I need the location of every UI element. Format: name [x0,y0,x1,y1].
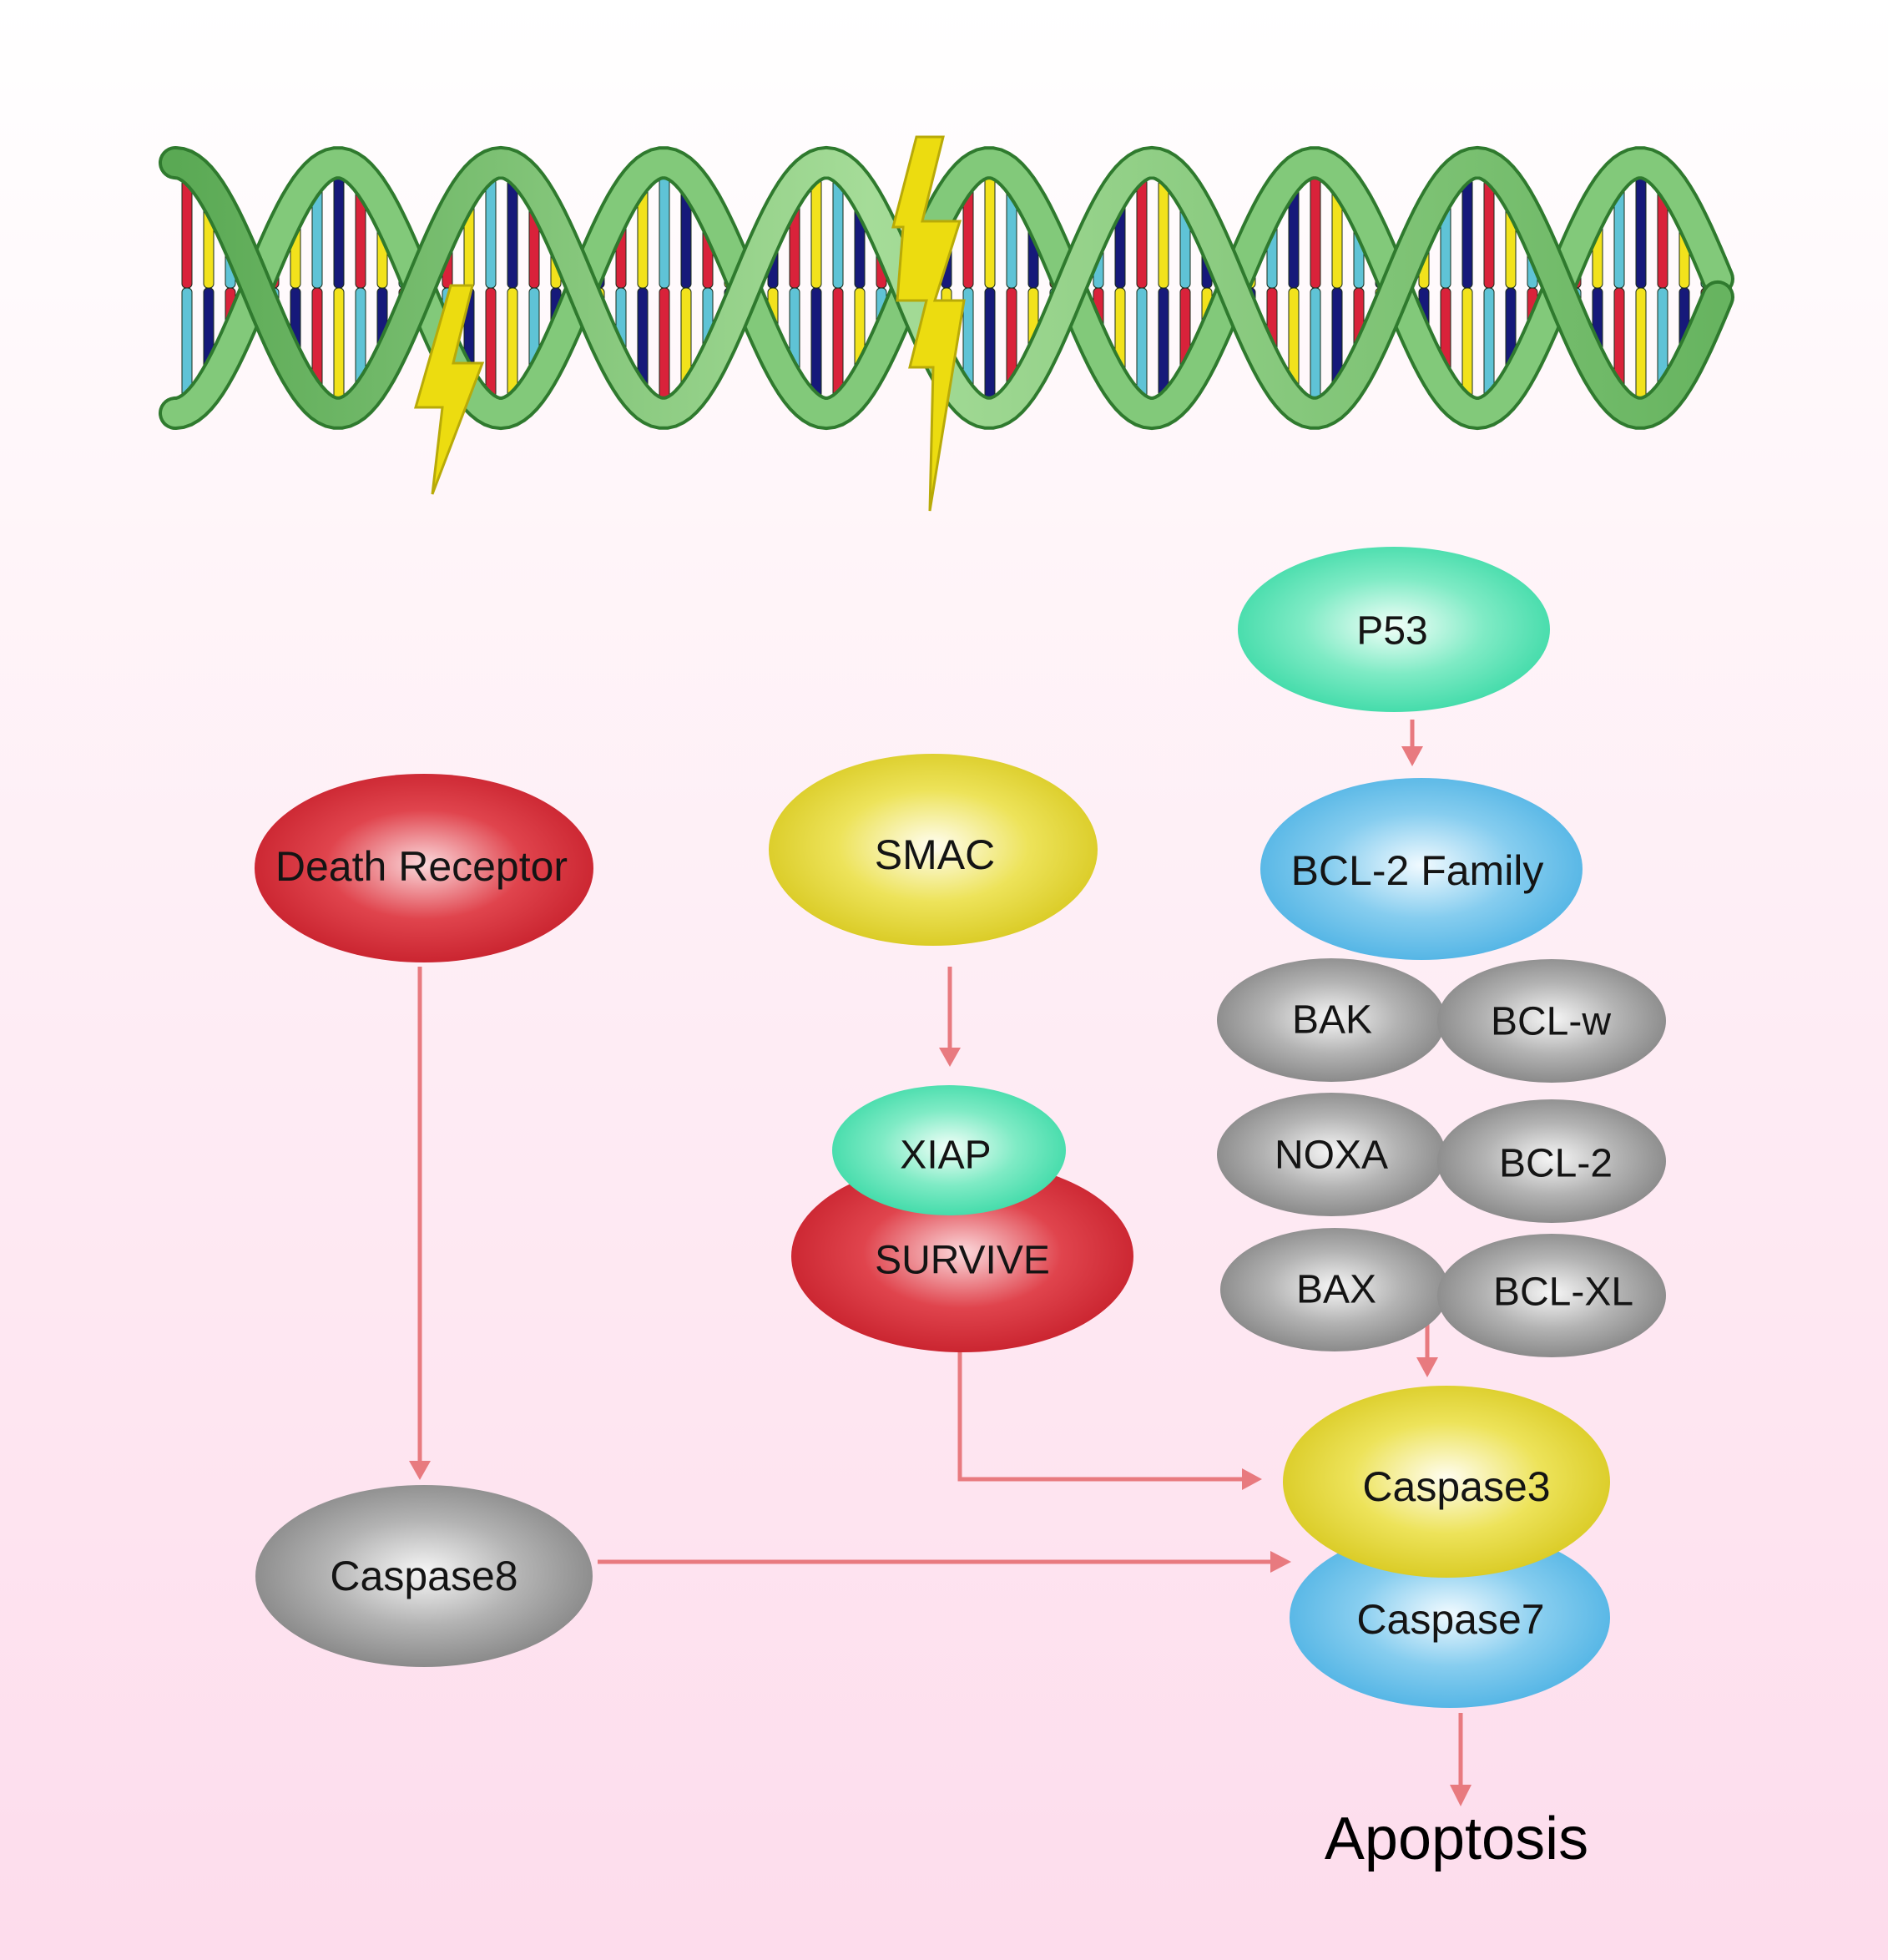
node-caspase3-label: Caspase3 [1362,1463,1550,1510]
lightning-bolt-icon [891,135,966,512]
node-noxa: NOXA [1217,1093,1446,1216]
base-pair [1136,178,1148,289]
base-pair [1483,179,1495,289]
node-bcl2-family-label: BCL-2 Family [1291,847,1544,894]
arrow-smac-to-xiap [939,967,961,1067]
arrow-survive-to-caspase3 [957,1347,1262,1490]
node-p53-label: P53 [1356,609,1427,654]
base-pair [1461,178,1473,289]
lightning-bolt-icon [414,284,485,495]
base-pair [485,287,497,398]
base-pair [181,287,193,397]
base-pair [832,179,844,289]
node-p53: P53 [1238,547,1550,712]
node-bcl-w-label: BCL-w [1491,1000,1611,1044]
base-pair [1461,287,1473,398]
node-bcl2-family: BCL-2 Family [1260,778,1583,960]
node-caspase8-label: Caspase8 [330,1553,517,1599]
base-pair [333,287,345,401]
base-pair [1158,287,1169,397]
dna-strand [162,149,1731,427]
arrow-death-receptor-to-caspase8 [409,967,431,1480]
base-pair [984,175,996,289]
node-bcl-xl-label: BCL-XL [1493,1270,1633,1315]
base-pair [984,287,996,401]
node-xiap: XIAP [832,1085,1066,1215]
base-pair [485,178,497,289]
base-pair [1635,287,1647,401]
arrow-caspase8-to-caspase7 [598,1551,1291,1573]
node-smac: SMAC [769,754,1098,946]
pathway-arrows [409,720,1472,1806]
node-bak: BAK [1217,958,1446,1082]
base-pair [1483,287,1495,397]
node-bak-label: BAK [1292,998,1372,1043]
node-bcl-w: BCL-w [1437,959,1666,1083]
node-bax-label: BAX [1296,1268,1376,1312]
base-pair [659,287,670,401]
node-caspase7: Caspase7 [1290,1528,1610,1708]
base-pair [1136,287,1148,398]
base-pair [507,287,518,397]
node-noxa-label: NOXA [1275,1134,1388,1178]
node-death-receptor: Death Receptor [255,774,593,962]
base-pair [832,287,844,397]
node-bcl-xl: BCL-XL [1437,1234,1666,1357]
base-pair [659,175,670,289]
base-pair [181,179,193,289]
node-caspase3: Caspase3 [1283,1386,1610,1578]
node-survive: SURVIVE [791,1160,1133,1352]
base-pair [1635,175,1647,289]
base-pair [333,175,345,289]
node-bcl2: BCL-2 [1437,1099,1666,1223]
node-bcl2-label: BCL-2 [1499,1142,1613,1186]
node-survive-label: SURVIVE [875,1239,1050,1283]
base-pair [1310,175,1321,289]
base-pair [507,179,518,289]
node-xiap-label: XIAP [900,1134,991,1178]
outcome-apoptosis-label: Apoptosis [1325,1806,1588,1872]
node-caspase7-label: Caspase7 [1356,1596,1544,1643]
node-smac-label: SMAC [875,831,995,878]
base-pair [810,178,822,289]
base-pair [1310,287,1321,401]
node-bax: BAX [1220,1228,1449,1351]
base-pair [810,287,822,398]
base-pair [1158,179,1169,289]
node-death-receptor-label: Death Receptor [275,843,568,890]
arrow-p53-to-bcl2-family [1401,720,1423,766]
node-caspase8: Caspase8 [255,1485,593,1667]
arrow-caspase7-to-apoptosis [1450,1713,1472,1806]
